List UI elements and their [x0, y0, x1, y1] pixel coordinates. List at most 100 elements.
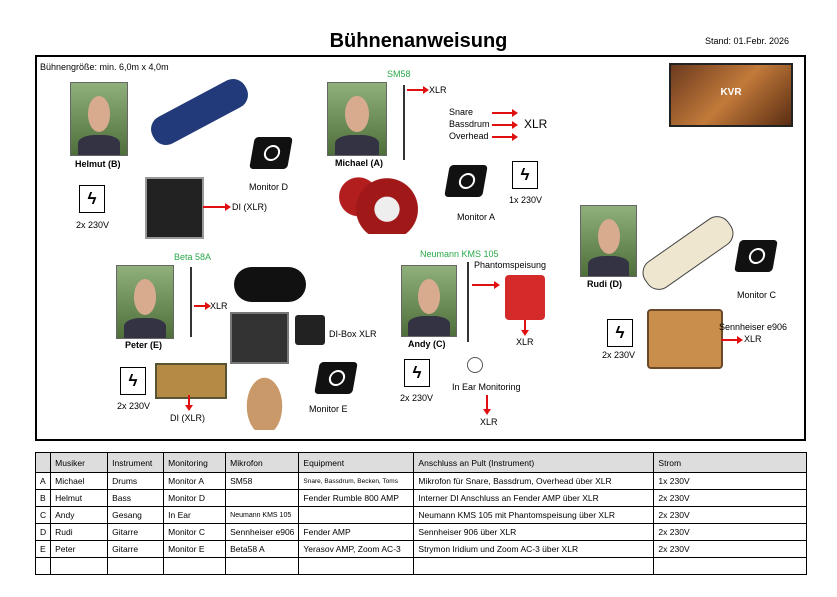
- arrow: [521, 320, 529, 336]
- table-cell: [225, 489, 300, 507]
- pedal-icon: [295, 315, 325, 345]
- table-cell: C: [34, 506, 52, 524]
- col-header: Monitoring: [163, 452, 227, 473]
- power-label: 2x 230V: [400, 393, 434, 403]
- monitor-c-label: Monitor C: [737, 290, 777, 300]
- table-cell: 2x 230V: [653, 506, 808, 524]
- power-label: 2x 230V: [76, 220, 110, 230]
- di-label: DI (XLR): [170, 413, 206, 423]
- col-header: Strom: [653, 452, 808, 473]
- mic-stand-icon: [190, 267, 192, 337]
- arrow: [203, 203, 231, 211]
- mic-stand-icon: [467, 262, 469, 342]
- table-cell: 1x 230V: [653, 472, 808, 490]
- table-cell: [653, 557, 808, 575]
- xlr-label: XLR: [516, 337, 534, 347]
- rudi-photo: [580, 205, 637, 277]
- bass-guitar-icon: [146, 74, 253, 150]
- bass-amp-icon: [145, 177, 204, 239]
- phantom-label: Phantomspeisung: [474, 260, 547, 270]
- table-cell: [34, 557, 52, 575]
- musician-table: Musiker Instrument Monitoring Mikrofon E…: [34, 452, 808, 575]
- table-cell: Gesang: [107, 506, 165, 524]
- arrow: [185, 395, 193, 411]
- table-cell: A: [34, 472, 52, 490]
- power-icon: ϟ: [607, 319, 633, 347]
- monitor-e-icon: [314, 362, 358, 394]
- power-label: 1x 230V: [509, 195, 543, 205]
- xlr-label: XLR: [480, 417, 498, 427]
- fender-amp-icon: [647, 309, 723, 369]
- in-ear-icon: [467, 357, 483, 373]
- arrow: [472, 281, 500, 289]
- table-cell: 2x 230V: [653, 523, 808, 541]
- drum-kit-icon: [330, 172, 425, 234]
- power-icon: ϟ: [79, 185, 105, 213]
- table-cell: In Ear: [163, 506, 227, 524]
- overhead-label: Overhead: [449, 131, 489, 141]
- power-label: 2x 230V: [117, 401, 151, 411]
- zoom-ac3-icon: [155, 363, 227, 399]
- inear-label: In Ear Monitoring: [452, 382, 521, 392]
- power-label: 2x 230V: [602, 350, 636, 360]
- table-cell: Monitor C: [163, 523, 227, 541]
- table-cell: Neumann KMS 105: [225, 506, 300, 524]
- table-cell: Drums: [107, 472, 165, 490]
- di-label: DI (XLR): [232, 202, 268, 212]
- col-header: Musiker: [50, 452, 109, 473]
- col-header: Equipment: [298, 452, 415, 473]
- monitor-d-icon: [249, 137, 293, 169]
- mic-stand-icon: [403, 85, 405, 160]
- table-cell: Rudi: [50, 523, 109, 541]
- date-stamp: Stand: 01.Febr. 2026: [705, 36, 790, 46]
- xlr-label: XLR: [744, 334, 762, 344]
- col-header: Instrument: [107, 452, 165, 473]
- table-cell: B: [34, 489, 52, 507]
- monitor-c-icon: [734, 240, 778, 272]
- power-icon: ϟ: [404, 359, 430, 387]
- rudi-label: Rudi (D): [587, 279, 622, 289]
- table-cell: E: [34, 540, 52, 558]
- helmut-label: Helmut (B): [75, 159, 121, 169]
- table-cell: 2x 230V: [653, 540, 808, 558]
- stage-plan: Bühnengröße: min. 6,0m x 4,0m KVR Helmut…: [35, 55, 806, 441]
- table-cell: SM58: [225, 472, 300, 490]
- table-row: [34, 557, 808, 575]
- table-cell: [163, 557, 227, 575]
- monitor-a-label: Monitor A: [457, 212, 496, 222]
- table-cell: Bass: [107, 489, 165, 507]
- table-cell: [298, 506, 415, 524]
- table-cell: Beta58 A: [225, 540, 300, 558]
- monitor-a-icon: [444, 165, 488, 197]
- table-cell: [413, 557, 655, 575]
- table-cell: Helmut: [50, 489, 109, 507]
- table-cell: Peter: [50, 540, 109, 558]
- table-cell: [225, 557, 300, 575]
- col-header: [34, 452, 52, 473]
- table-cell: Monitor D: [163, 489, 227, 507]
- arrow: [483, 395, 491, 415]
- michael-photo: [327, 82, 387, 156]
- monitor-e-label: Monitor E: [309, 404, 348, 414]
- phantom-power-icon: [505, 275, 545, 320]
- bassdrum-label: Bassdrum: [449, 119, 490, 129]
- table-cell: Gitarre: [107, 523, 165, 541]
- table-cell: Snare, Bassdrum, Becken, Toms: [298, 472, 415, 490]
- table-cell: Monitor E: [163, 540, 227, 558]
- mic-label: Beta 58A: [174, 252, 212, 262]
- amp-icon: [230, 312, 289, 364]
- mic-label: Neumann KMS 105: [420, 249, 499, 259]
- table-cell: [298, 557, 415, 575]
- peter-label: Peter (E): [125, 340, 163, 350]
- table-cell: Sennheiser 906 über XLR: [413, 523, 655, 541]
- arrow: [407, 86, 429, 94]
- peter-photo: [116, 265, 174, 339]
- arrow: [721, 336, 743, 344]
- monitor-d-label: Monitor D: [249, 182, 289, 192]
- helmut-photo: [70, 82, 128, 156]
- table-cell: Fender Rumble 800 AMP: [298, 489, 415, 507]
- table-cell: Interner DI Anschluss an Fender AMP über…: [413, 489, 655, 507]
